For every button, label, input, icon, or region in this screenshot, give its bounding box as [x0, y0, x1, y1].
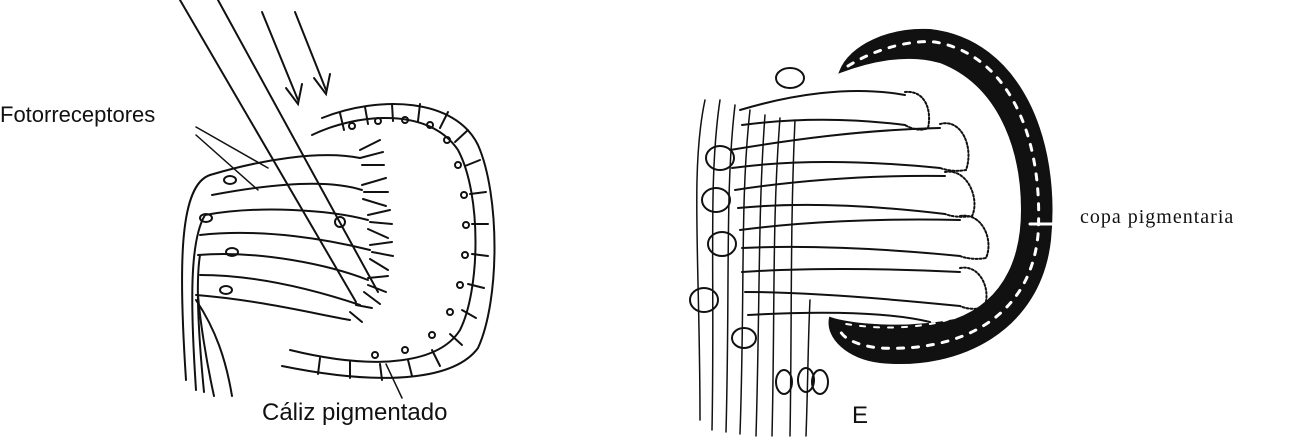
fotorreceptores-label: Fotorreceptores: [0, 104, 155, 126]
right-eye-cup-diagram: [690, 30, 1060, 436]
left-eye-cup-diagram: [180, 0, 495, 398]
panel-letter-e: E: [852, 404, 868, 428]
cup-nerve-bundle: [697, 100, 810, 436]
light-rays: [180, 0, 378, 302]
copa-pigmentaria-label: copa pigmentaria: [1080, 207, 1234, 227]
caliz-pigmentado-label: Cáliz pigmentado: [262, 401, 447, 425]
photoreceptor-cells: [196, 140, 393, 322]
leader-lines: [196, 127, 402, 398]
